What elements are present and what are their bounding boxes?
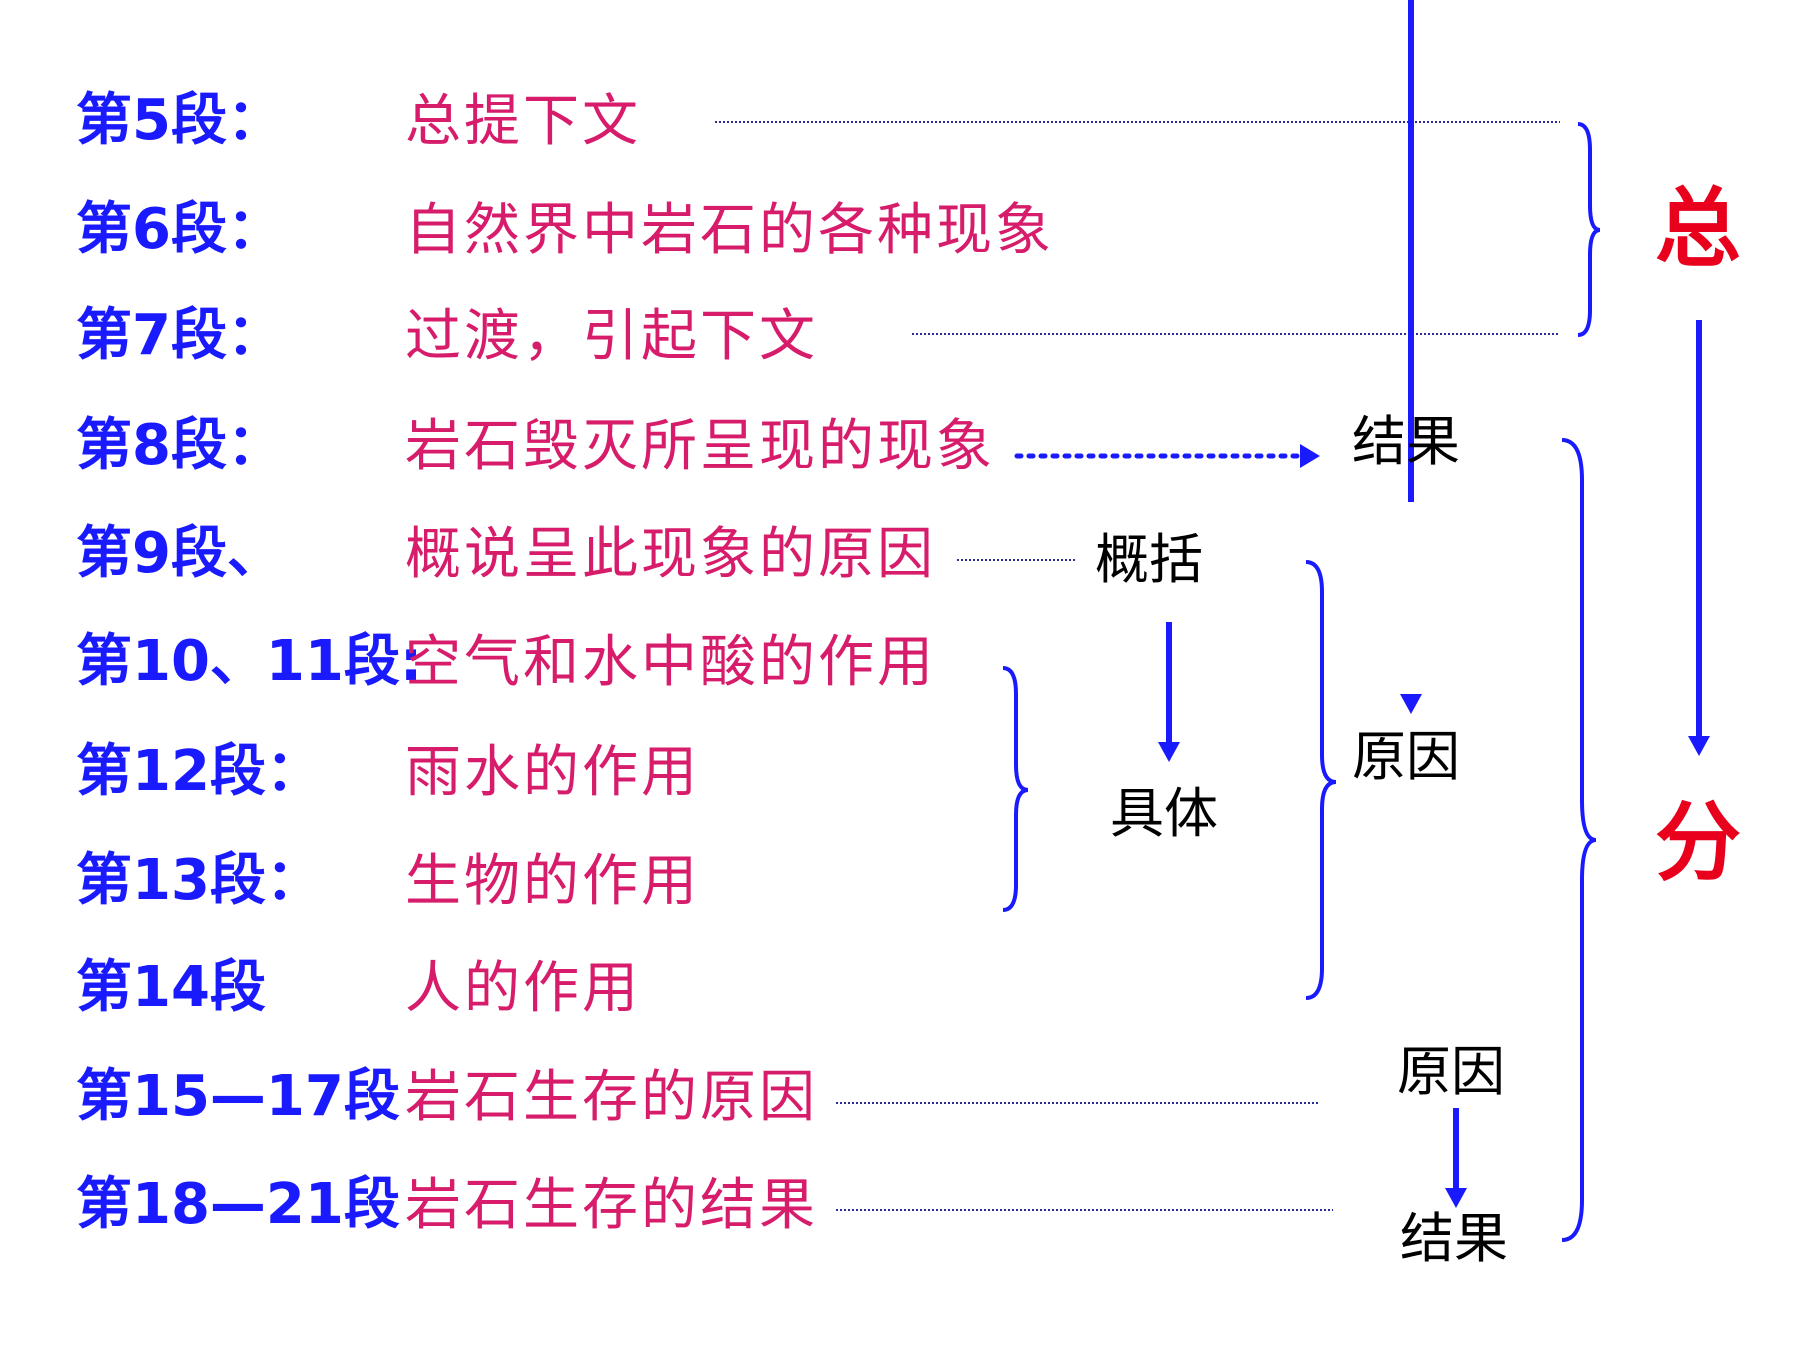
arrow-result-to-cause-head [1400,694,1422,714]
structure-parts: 分 [1655,793,1741,893]
brace-causes [1305,560,1337,1000]
row-description: 总提下文 [405,89,641,154]
row-description: 岩石毁灭所呈现的现象 [405,414,995,479]
annotation-summary: 概括 [1095,528,1203,591]
brace-parts [1561,438,1597,1242]
arrow-summary-to-concrete-head [1158,742,1180,762]
row-label: 第8段： [76,413,283,478]
arrow-general-to-parts-head [1688,736,1710,756]
row-description: 生物的作用 [405,849,700,914]
annotation-result-bottom: 结果 [1400,1207,1508,1270]
row-label: 第5段： [76,88,283,153]
annotation-cause-mid: 原因 [1352,725,1460,788]
brace-concrete [1002,666,1029,912]
row-label: 第14段 [76,955,266,1020]
annotation-concrete: 具体 [1110,782,1218,845]
arrow-cause-to-result-head [1445,1188,1467,1208]
dotted-arrow-head-row8 [1300,444,1320,468]
row-label: 第18—21段 [76,1172,400,1237]
annotation-result-top: 结果 [1352,410,1460,473]
row-description: 自然界中岩石的各种现象 [405,198,1054,263]
row-label: 第15—17段 [76,1064,400,1129]
annotation-cause-bottom: 原因 [1397,1040,1505,1103]
row-description: 人的作用 [405,956,641,1021]
row-label: 第7段： [76,303,283,368]
row-label: 第6段： [76,197,283,262]
row-description: 过渡，引起下文 [405,304,818,369]
structure-general: 总 [1655,179,1741,279]
row-label: 第10、11段: [76,629,423,694]
row-label: 第13段： [76,848,322,913]
row-description: 岩石生存的结果 [405,1173,818,1238]
brace-general [1577,122,1601,337]
row-description: 概说呈此现象的原因 [405,522,936,587]
row-description: 岩石生存的原因 [405,1065,818,1130]
row-label: 第9段、 [76,521,283,586]
row-description: 空气和水中酸的作用 [405,630,936,695]
row-label: 第12段： [76,739,322,804]
row-description: 雨水的作用 [405,740,700,805]
